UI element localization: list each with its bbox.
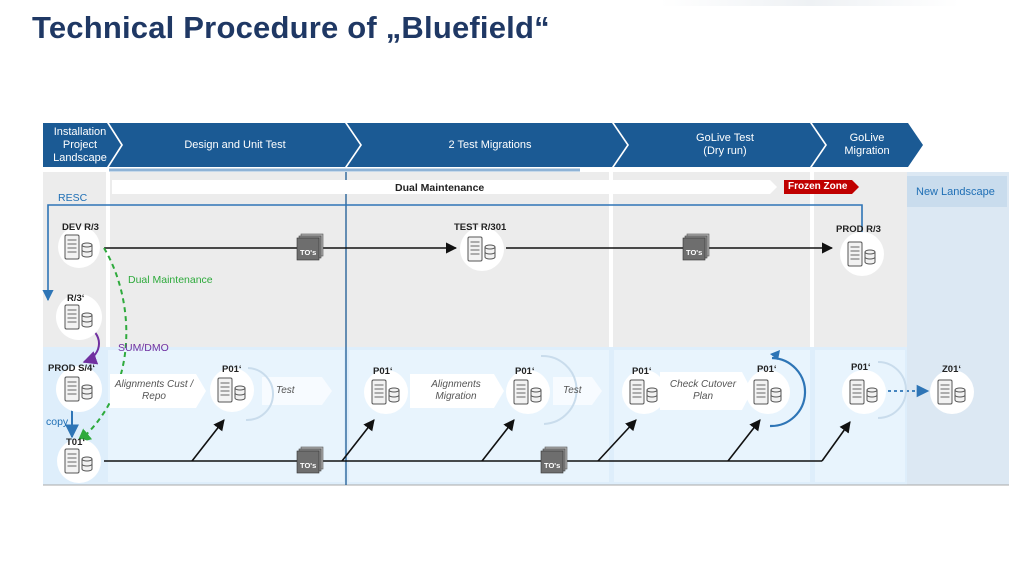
dual-maintenance-bar <box>112 180 777 194</box>
phase-chevron-2 <box>109 123 360 167</box>
system-dev-r3: DEV R/3 <box>62 222 99 233</box>
tos-label-2: TO's <box>686 248 703 257</box>
phase-installation: Installation Project Landscape <box>53 126 107 164</box>
phase-chevron-5 <box>812 123 923 167</box>
top-fade-decoration <box>660 0 960 6</box>
frozen-zone-bar <box>784 180 859 194</box>
system-p01-2: P01‘ <box>373 366 393 377</box>
tos-label-4: TO's <box>544 461 561 470</box>
system-z01: Z01‘ <box>942 364 962 375</box>
system-p01-1: P01‘ <box>222 364 242 375</box>
copy-label: copy <box>46 416 69 428</box>
system-p01-3: P01‘ <box>515 366 535 377</box>
alignments-cust-chevron <box>110 374 206 408</box>
page-title: Technical Procedure of „Bluefield“ <box>32 10 550 45</box>
phase-golive-migration: GoLive Migration <box>844 132 890 157</box>
dual-maintenance-flow-label: Dual Maintenance <box>128 274 213 286</box>
note-test-2: Test <box>563 385 582 396</box>
new-landscape-panel <box>907 172 1009 485</box>
system-p01-5: P01‘ <box>757 364 777 375</box>
frozen-zone-label: Frozen Zone <box>788 181 848 192</box>
note-test-1: Test <box>276 385 295 396</box>
sum-dmo-label: SUM/DMO <box>118 342 169 354</box>
note-alignments-migration: Alignments Migration <box>431 379 481 402</box>
system-t01: T01‘ <box>66 437 86 448</box>
note-check-cutover-plan: Check Cutover Plan <box>669 379 737 402</box>
system-test-r3-301: TEST R/301 <box>454 222 507 233</box>
resc-label: RESC <box>58 192 88 204</box>
tos-label-1: TO's <box>300 248 317 257</box>
note-alignments-cust-repo: Alignments Cust / Repo <box>114 379 194 402</box>
phase-chevron-4 <box>614 123 825 167</box>
system-r3-prime: R/3‘ <box>67 293 85 304</box>
new-landscape-label: New Landscape <box>916 186 995 198</box>
system-prod-r3: PROD R/3 <box>836 224 881 235</box>
system-p01-4: P01‘ <box>632 366 652 377</box>
system-prod-s4: PROD S/4‘ <box>48 363 95 374</box>
phase-design-unit-test: Design and Unit Test <box>184 139 286 151</box>
test-chevron-1 <box>262 377 332 405</box>
dual-maintenance-label: Dual Maintenance <box>395 182 485 194</box>
phase-chevron-3 <box>347 123 627 167</box>
phase-golive-test: GoLive Test (Dry run) <box>696 132 754 157</box>
phase-test-migrations: 2 Test Migrations <box>448 139 532 151</box>
alignments-migration-chevron <box>410 374 504 408</box>
system-p01-6: P01‘ <box>851 362 871 373</box>
tos-label-3: TO's <box>300 461 317 470</box>
cutover-chevron <box>660 372 752 410</box>
phase-chevron-1 <box>43 123 121 167</box>
